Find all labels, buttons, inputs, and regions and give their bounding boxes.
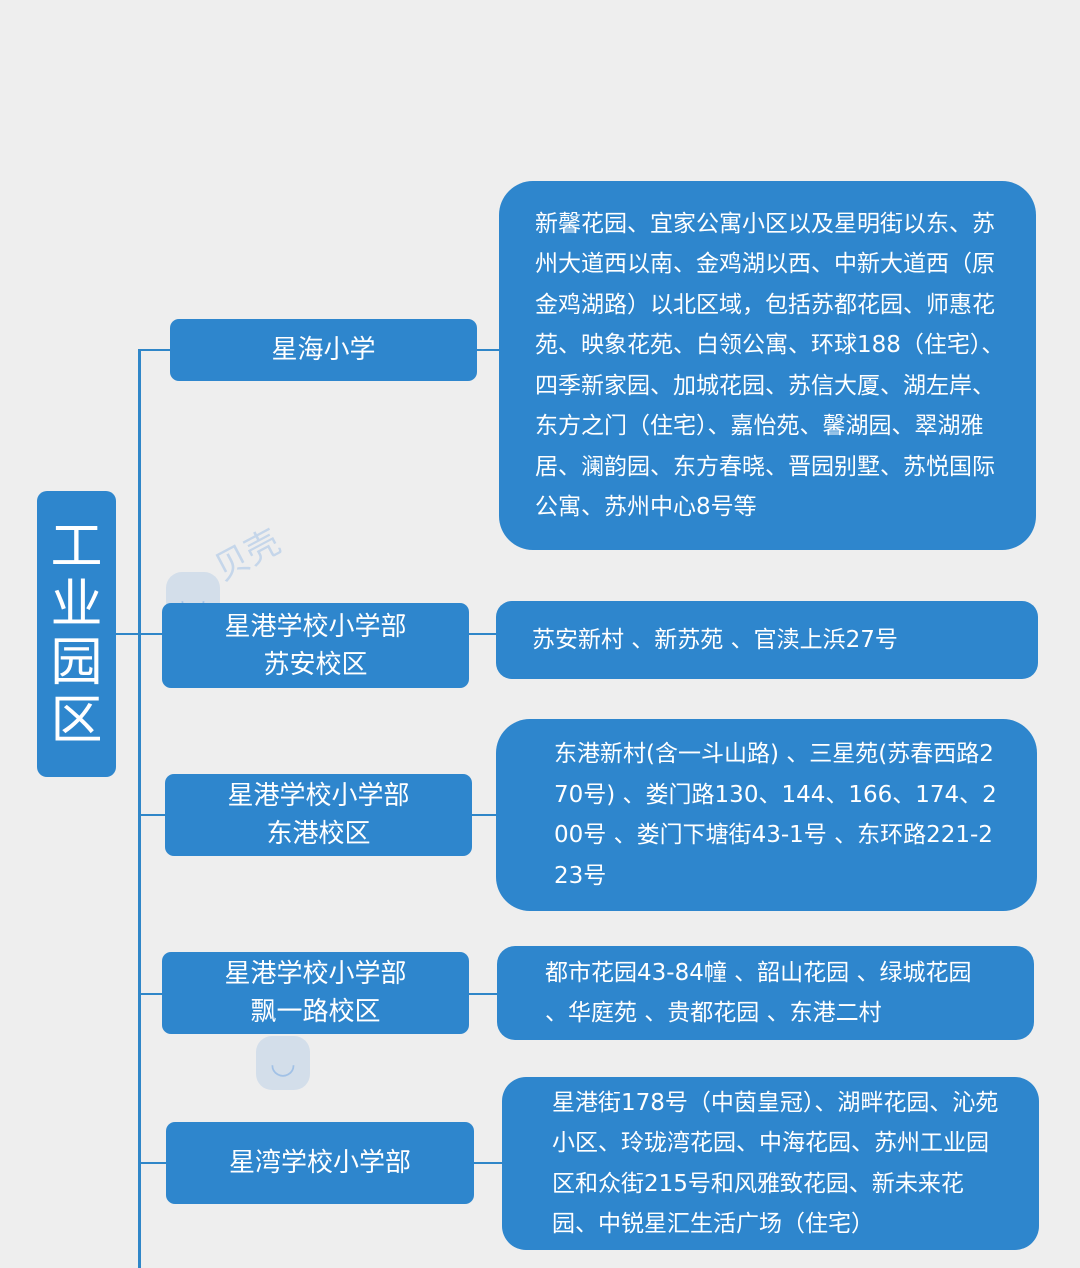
- school-node: 星海小学: [170, 319, 477, 381]
- trunk-line: [138, 349, 141, 1268]
- area-text: 东港新村(含一斗山路) 、三星苑(苏春西路270号) 、娄门路130、144、1…: [554, 741, 997, 889]
- root-node: 工业园区: [37, 491, 116, 777]
- area-node: 苏安新村 、新苏苑 、官渎上浜27号: [496, 601, 1038, 679]
- campus-name: 东港校区: [266, 819, 371, 849]
- campus-name: 苏安校区: [263, 649, 368, 680]
- detail-connector: [476, 349, 502, 351]
- school-connector: [138, 633, 164, 635]
- area-text: 都市花园43-84幢 、韶山花园 、绿城花园 、华庭苑 、贵都花园 、东港二村: [545, 959, 972, 1027]
- area-text: 苏安新村 、新苏苑 、官渎上浜27号: [532, 626, 898, 653]
- detail-connector: [468, 993, 499, 995]
- school-name: 星港学校小学部: [227, 781, 410, 811]
- school-name: 星港学校小学部: [224, 611, 407, 642]
- school-name: 星海小学: [271, 335, 376, 365]
- detail-connector: [474, 1162, 504, 1164]
- root-label: 工业园区: [50, 517, 103, 751]
- school-name: 星湾学校小学部: [228, 1148, 411, 1178]
- school-node: 星港学校小学部 苏安校区: [162, 603, 469, 688]
- area-node: 新馨花园、宜家公寓小区以及星明街以东、苏州大道西以南、金鸡湖以西、中新大道西（原…: [499, 181, 1036, 550]
- root-connector: [116, 633, 140, 635]
- detail-connector: [468, 633, 498, 635]
- school-node: 星港学校小学部 东港校区: [165, 774, 472, 856]
- school-connector: [138, 814, 166, 816]
- watermark-logo-icon: ◡: [256, 1036, 310, 1090]
- area-node: 星港街178号（中茵皇冠）、湖畔花园、沁苑小区、玲珑湾花园、中海花园、苏州工业园…: [502, 1077, 1039, 1250]
- school-node: 星港学校小学部 飘一路校区: [162, 952, 469, 1034]
- school-connector: [138, 1162, 168, 1164]
- area-text: 新馨花园、宜家公寓小区以及星明街以东、苏州大道西以南、金鸡湖以西、中新大道西（原…: [535, 210, 1005, 521]
- area-text: 星港街178号（中茵皇冠）、湖畔花园、沁苑小区、玲珑湾花园、中海花园、苏州工业园…: [552, 1089, 999, 1238]
- school-connector: [138, 349, 172, 351]
- school-name: 星港学校小学部: [224, 959, 407, 989]
- area-node: 都市花园43-84幢 、韶山花园 、绿城花园 、华庭苑 、贵都花园 、东港二村: [497, 946, 1034, 1040]
- detail-connector: [472, 814, 498, 816]
- campus-name: 飘一路校区: [250, 997, 381, 1027]
- school-node: 星湾学校小学部: [166, 1122, 474, 1204]
- area-node: 东港新村(含一斗山路) 、三星苑(苏春西路270号) 、娄门路130、144、1…: [496, 719, 1037, 911]
- school-connector: [138, 993, 164, 995]
